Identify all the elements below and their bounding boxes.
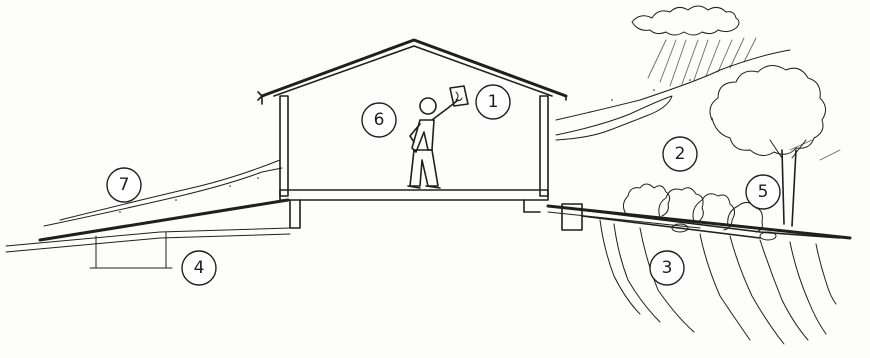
callout-6-text: 6: [374, 110, 385, 130]
left-wall: [280, 96, 288, 196]
floor-slab: [280, 190, 548, 200]
soil-roots: [600, 220, 836, 344]
shrubs: [623, 184, 762, 232]
rain-cloud: [632, 6, 739, 35]
tree-trunk: [782, 150, 796, 226]
callout-3-text: 3: [662, 258, 673, 278]
callout-6: 6: [362, 103, 396, 137]
hill-left: [44, 160, 282, 226]
callout-1-text: 1: [488, 92, 499, 112]
person-head: [420, 98, 436, 114]
callout-2-text: 2: [675, 144, 686, 164]
callout-3: 3: [650, 251, 684, 285]
callout-1: 1: [476, 85, 510, 119]
callout-4-text: 4: [194, 258, 205, 278]
person: [408, 86, 468, 188]
roof: [262, 40, 566, 96]
ground-left: [40, 200, 288, 240]
callout-7-text: 7: [119, 175, 130, 195]
ground: [6, 200, 850, 252]
rain-streaks: [648, 38, 756, 86]
callout-5: 5: [746, 175, 780, 209]
callout-2: 2: [663, 137, 697, 171]
hill-right: [556, 50, 840, 160]
callout-7: 7: [107, 168, 141, 202]
callout-5-text: 5: [758, 182, 769, 202]
right-wall: [540, 96, 548, 196]
callout-4: 4: [182, 251, 216, 285]
